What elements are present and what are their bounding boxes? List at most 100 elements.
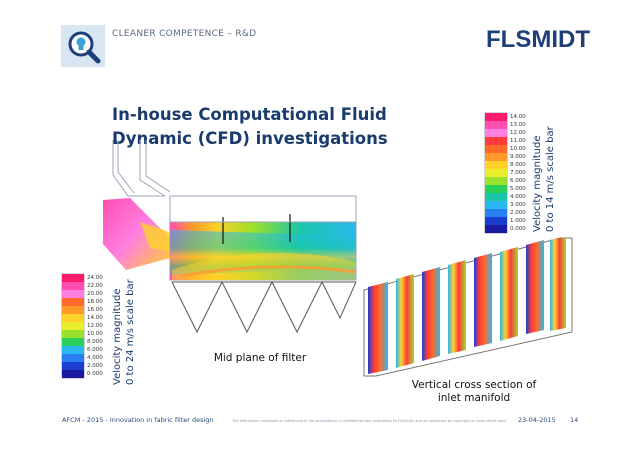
scale-left-value: 12.00 bbox=[87, 323, 103, 329]
scale-left-swatch bbox=[62, 322, 84, 330]
scale-left-row: 12.00 bbox=[62, 322, 103, 330]
caption-cross-section-line2: inlet manifold bbox=[437, 392, 511, 404]
scale-left-row: 24.00 bbox=[62, 274, 103, 282]
manifold-cross-sections bbox=[363, 237, 573, 377]
scale-top-swatch bbox=[485, 177, 507, 185]
scale-left-row: 4.000 bbox=[62, 354, 103, 362]
inlet-duct bbox=[112, 140, 171, 197]
scale-left-value: 10.00 bbox=[87, 331, 103, 337]
scale-top-row: 10.00 bbox=[485, 145, 526, 153]
scale-left-value: 4.000 bbox=[87, 355, 103, 361]
scale-left-row: 0.000 bbox=[62, 370, 103, 378]
scale-top-row: 6.000 bbox=[485, 177, 526, 185]
title-line-2: Dynamic (CFD) investigations bbox=[112, 129, 388, 148]
scale-left-value: 20.00 bbox=[87, 291, 103, 297]
scale-left-row: 20.00 bbox=[62, 290, 103, 298]
scale-top-value: 6.000 bbox=[510, 178, 526, 184]
scale-left-swatch bbox=[62, 354, 84, 362]
scale-top-swatch bbox=[485, 169, 507, 177]
caption-cross-section-line1: Vertical cross section of bbox=[411, 379, 537, 391]
scale-top-row: 13.00 bbox=[485, 121, 526, 129]
scale-left-row: 10.00 bbox=[62, 330, 103, 338]
scale-top-row: 1.000 bbox=[485, 217, 526, 225]
scale-top-swatch bbox=[485, 225, 507, 233]
scale-top-row: 8.000 bbox=[485, 161, 526, 169]
footer-date: 23-04-2015 bbox=[518, 416, 556, 424]
scale-left-value: 0.000 bbox=[87, 371, 103, 377]
scale-left-value: 8.000 bbox=[87, 339, 103, 345]
scale-top-value: 0.000 bbox=[510, 226, 526, 232]
scale-top-value: 13.00 bbox=[510, 122, 526, 128]
scale-left-value: 16.00 bbox=[87, 307, 103, 313]
scale-left-row: 2.000 bbox=[62, 362, 103, 370]
scale-top-swatch bbox=[485, 185, 507, 193]
scale-top-value: 14.00 bbox=[510, 114, 526, 120]
scale-left-row: 16.00 bbox=[62, 306, 103, 314]
scale-top-value: 9.000 bbox=[510, 154, 526, 160]
scale-top-label-line2: 0 to 14 m/s scale bar bbox=[545, 126, 556, 232]
scale-top-label-line1: Velocity magnitude bbox=[532, 135, 543, 233]
scale-left-swatch bbox=[62, 314, 84, 322]
scale-left-value: 22.00 bbox=[87, 283, 103, 289]
scale-left-swatch bbox=[62, 346, 84, 354]
magnifier-lightbulb-icon bbox=[61, 25, 105, 67]
scale-left-swatch bbox=[62, 274, 84, 282]
scale-left-value: 24.00 bbox=[87, 275, 103, 281]
scale-top-swatch bbox=[485, 153, 507, 161]
scale-top-value: 4.000 bbox=[510, 194, 526, 200]
scale-left-row: 14.00 bbox=[62, 314, 103, 322]
scale-top-value: 1.000 bbox=[510, 218, 526, 224]
scale-top-row: 4.000 bbox=[485, 193, 526, 201]
scale-left-swatch bbox=[62, 306, 84, 314]
scale-top-swatch bbox=[485, 121, 507, 129]
scale-left-swatch bbox=[62, 370, 84, 378]
scale-top-value: 5.000 bbox=[510, 186, 526, 192]
svg-text:FLSMIDTH: FLSMIDTH bbox=[486, 26, 590, 53]
scale-top-swatch bbox=[485, 201, 507, 209]
scale-top-value: 11.00 bbox=[510, 138, 526, 144]
scale-top-label: Velocity magnitude 0 to 14 m/s scale bar bbox=[531, 126, 557, 232]
scale-left-swatch bbox=[62, 330, 84, 338]
scale-top-value: 2.000 bbox=[510, 210, 526, 216]
scale-left-swatch bbox=[62, 338, 84, 346]
scale-top-value: 7.000 bbox=[510, 170, 526, 176]
scale-top-swatch bbox=[485, 161, 507, 169]
scale-left-row: 6.000 bbox=[62, 346, 103, 354]
scale-top-row: 3.000 bbox=[485, 201, 526, 209]
footer-page-number: 14 bbox=[570, 416, 579, 424]
scale-left-value: 18.00 bbox=[87, 299, 103, 305]
scale-top-swatch bbox=[485, 193, 507, 201]
scale-top-swatch bbox=[485, 129, 507, 137]
scale-top-value: 8.000 bbox=[510, 162, 526, 168]
scale-left-row: 8.000 bbox=[62, 338, 103, 346]
inlet-flow-region bbox=[103, 198, 170, 270]
scale-top-swatch bbox=[485, 209, 507, 217]
caption-cross-section: Vertical cross section of inlet manifold bbox=[392, 379, 556, 405]
caption-mid-plane: Mid plane of filter bbox=[213, 352, 307, 364]
scale-left-swatches: 24.00 22.00 20.00 18.00 16.00 14.00 12.00 10.00… bbox=[62, 274, 103, 378]
scale-left-value: 14.00 bbox=[87, 315, 103, 321]
scale-left-label-line1: Velocity magnitude bbox=[112, 288, 123, 386]
scale-left-label-line2: 0 to 24 m/s scale bar bbox=[125, 279, 136, 385]
scale-top-value: 10.00 bbox=[510, 146, 526, 152]
scale-left-swatch bbox=[62, 298, 84, 306]
scale-left-row: 22.00 bbox=[62, 282, 103, 290]
scale-left-value: 6.000 bbox=[87, 347, 103, 353]
section-header: CLEANER COMPETENCE – R&D bbox=[112, 29, 257, 39]
scale-top-row: 14.00 bbox=[485, 113, 526, 121]
scale-left-value: 2.000 bbox=[87, 363, 103, 369]
scale-top-swatch bbox=[485, 113, 507, 121]
scale-left-swatch bbox=[62, 290, 84, 298]
scale-top-row: 12.00 bbox=[485, 129, 526, 137]
scale-top-value: 3.000 bbox=[510, 202, 526, 208]
scale-top-swatch bbox=[485, 145, 507, 153]
scale-left-row: 18.00 bbox=[62, 298, 103, 306]
scale-top-row: 0.000 bbox=[485, 225, 526, 233]
scale-top-swatch bbox=[485, 137, 507, 145]
scale-left-swatch bbox=[62, 282, 84, 290]
footer-disclaimer: The information contained or referenced … bbox=[232, 419, 507, 423]
scale-top-row: 7.000 bbox=[485, 169, 526, 177]
scale-left-label: Velocity magnitude 0 to 24 m/s scale bar bbox=[111, 279, 137, 385]
